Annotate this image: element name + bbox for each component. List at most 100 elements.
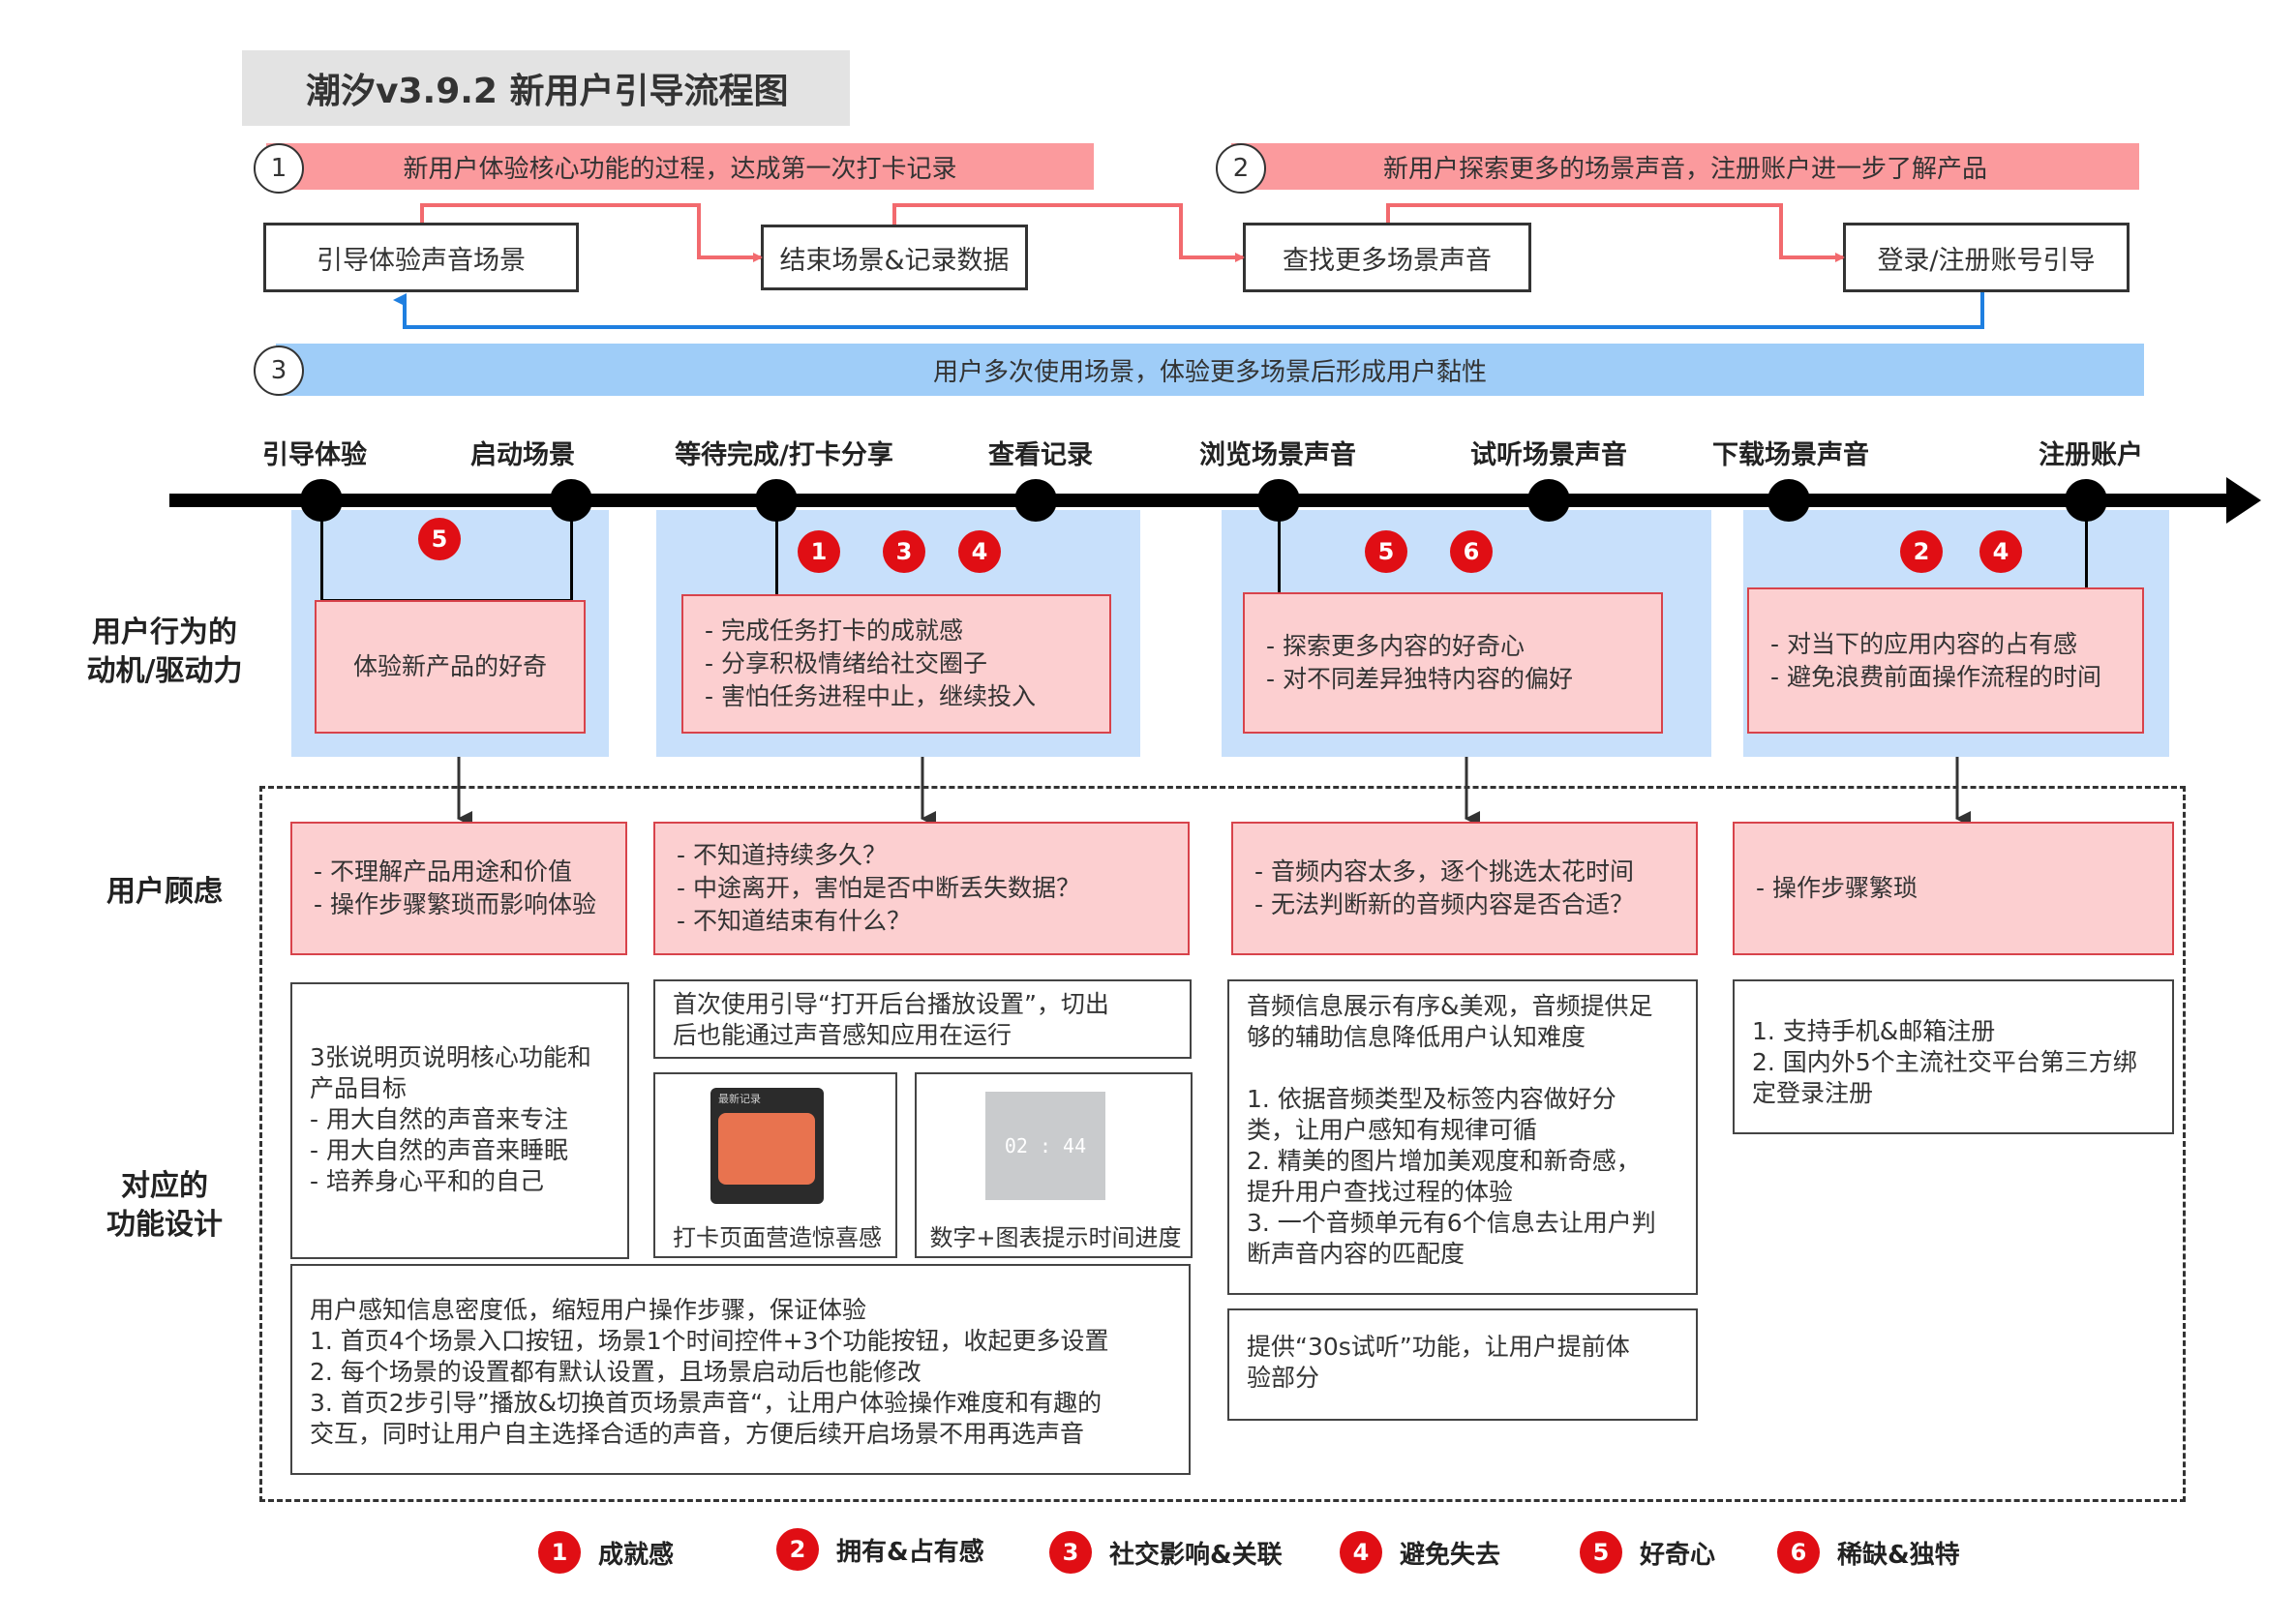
page-title-text: 潮汐v3.9.2 新用户引导流程图 (306, 72, 789, 111)
stage-label-browse-sounds: 浏览场景声音 (1199, 440, 1356, 470)
concern-box-1: - 不理解产品用途和价值 - 操作步骤繁琐而影响体验 (290, 822, 627, 955)
row-label-design: 对应的 功能设计 (106, 1169, 223, 1242)
step-login-register: 登录/注册账号引导 (1843, 223, 2130, 292)
legend-label: 拥有&占有感 (836, 1537, 984, 1567)
timeline-arrowhead (2226, 477, 2261, 524)
loop-arrow (393, 292, 1984, 329)
legend-badge: 2 (776, 1528, 819, 1571)
legend-label: 好奇心 (1640, 1540, 1716, 1570)
concern-text: - 不知道持续多久？ - 中途离开，害怕是否中断丢失数据？ - 不知道结束有什么… (677, 841, 1080, 935)
checkin-caption: 打卡页面营造惊喜感 (673, 1224, 882, 1251)
phone-header: 最新记录 (718, 1093, 761, 1105)
design-background-play: 首次使用引导“打开后台播放设置”，切出 后也能通过声音感知应用在运行 (653, 979, 1192, 1059)
phase-1-number: 1 (254, 143, 304, 194)
connector-line (775, 500, 778, 597)
timeline-node-view-record (1014, 479, 1057, 522)
concern-box-2: - 不知道持续多久？ - 中途离开，害怕是否中断丢失数据？ - 不知道结束有什么… (653, 822, 1190, 955)
motivation-text: - 对当下的应用内容的占有感 - 避免浪费前面操作流程的时间 (1770, 629, 2101, 691)
stage-label-view-record: 查看记录 (988, 440, 1093, 470)
legend-label: 稀缺&独特 (1837, 1540, 1960, 1570)
checkin-page-screenshot: 最新记录 打卡页面营造惊喜感 (653, 1072, 897, 1258)
concern-box-4: - 操作步骤繁琐 (1733, 822, 2174, 955)
motivation-box-2: - 完成任务打卡的成就感 - 分享积极情绪给社交圈子 - 害怕任务进程中止，继续… (681, 594, 1111, 734)
legend-item-social: 3 社交影响&关联 (1049, 1531, 1283, 1574)
stage-label-register: 注册账户 (2039, 440, 2143, 470)
badge-ownership: 2 (1900, 530, 1943, 573)
design-simplify-steps: 用户感知信息密度低，缩短用户操作步骤，保证体验 1. 首页4个场景入口按钮，场景… (290, 1264, 1191, 1475)
step-label: 引导体验声音场景 (317, 245, 526, 276)
phase-3-text: 用户多次使用场景，体验更多场景后形成用户黏性 (932, 357, 1487, 387)
legend-item-scarcity: 6 稀缺&独特 (1777, 1531, 1960, 1574)
motivation-box-3: - 探索更多内容的好奇心 - 对不同差异独特内容的偏好 (1243, 592, 1663, 734)
stage-label-preview-sounds: 试听场景声音 (1470, 440, 1627, 470)
badge-scarcity: 6 (1450, 530, 1493, 573)
concern-design-frame (259, 786, 2186, 1502)
design-register-options: 1. 支持手机&邮箱注册 2. 国内外5个主流社交平台第三方绑 定登录注册 (1733, 979, 2174, 1134)
flow-arrow-3 (1386, 203, 1845, 262)
phase-2-text: 新用户探索更多的场景声音，注册账户进一步了解产品 (1382, 154, 1987, 184)
connector-line (320, 500, 323, 601)
legend-label: 社交影响&关联 (1109, 1540, 1283, 1570)
stage-label-guide: 引导体验 (262, 440, 367, 470)
stage-label-wait-checkin: 等待完成/打卡分享 (675, 440, 893, 470)
timer-text: 02 : 44 (1004, 1134, 1087, 1157)
legend-badge: 1 (538, 1531, 581, 1574)
timeline-node-guide (300, 479, 343, 522)
checkin-card (718, 1113, 815, 1185)
legend-item-ownership: 2 拥有&占有感 (776, 1528, 984, 1571)
flow-arrow-2 (892, 203, 1245, 262)
connector-line (570, 500, 573, 601)
timeline-node-wait-checkin (755, 479, 798, 522)
motivation-text: 体验新产品的好奇 (352, 652, 547, 680)
timeline-node-preview-sounds (1527, 479, 1570, 522)
motivation-box-4: - 对当下的应用内容的占有感 - 避免浪费前面操作流程的时间 (1747, 587, 2144, 734)
legend-item-achievement: 1 成就感 (538, 1531, 674, 1574)
step-guide-sound-scene: 引导体验声音场景 (263, 223, 579, 292)
step-find-more-sounds: 查找更多场景声音 (1243, 223, 1531, 292)
phase-3-banner: 用户多次使用场景，体验更多场景后形成用户黏性 (276, 344, 2144, 396)
motivation-box-1: 体验新产品的好奇 (315, 600, 586, 734)
phase-2-number: 2 (1216, 143, 1266, 194)
timeline-node-download-sounds (1767, 479, 1810, 522)
badge-social: 3 (883, 530, 925, 573)
step-label: 登录/注册账号引导 (1877, 245, 2096, 276)
phone-mockup: 最新记录 (710, 1088, 824, 1204)
stage-label-download-sounds: 下载场景声音 (1712, 440, 1869, 470)
flow-arrow-1 (420, 203, 763, 262)
phase-1-banner: 新用户体验核心功能的过程，达成第一次打卡记录 (266, 143, 1094, 190)
badge-avoid-loss: 4 (1979, 530, 2022, 573)
timer-screenshot: 02 : 44 数字+图表提示时间进度 (915, 1072, 1193, 1258)
legend-item-curiosity: 5 好奇心 (1580, 1531, 1715, 1574)
timer-display: 02 : 44 (985, 1092, 1105, 1200)
timeline-node-start-scene (550, 479, 592, 522)
legend-badge: 4 (1340, 1531, 1382, 1574)
badge-curiosity: 5 (418, 518, 461, 560)
phase-1-text: 新用户体验核心功能的过程，达成第一次打卡记录 (403, 154, 957, 184)
legend-badge: 5 (1580, 1531, 1622, 1574)
connector-line (1278, 500, 1281, 597)
legend-badge: 3 (1049, 1531, 1092, 1574)
step-label: 结束场景&记录数据 (779, 245, 1010, 276)
row-label-concern: 用户顾虑 (106, 875, 223, 909)
concern-text: - 音频内容太多，逐个挑选太花时间 - 无法判断新的音频内容是否合适？ (1254, 857, 1634, 918)
concern-text: - 不理解产品用途和价值 - 操作步骤繁琐而影响体验 (314, 857, 596, 918)
step-label: 查找更多场景声音 (1283, 245, 1492, 276)
motivation-text: - 探索更多内容的好奇心 - 对不同差异独特内容的偏好 (1266, 632, 1573, 693)
connector-line (2085, 500, 2088, 589)
concern-box-3: - 音频内容太多，逐个挑选太花时间 - 无法判断新的音频内容是否合适？ (1231, 822, 1698, 955)
badge-achievement: 1 (798, 530, 840, 573)
timeline-node-browse-sounds (1257, 479, 1300, 522)
design-audio-info: 音频信息展示有序&美观，音频提供足 够的辅助信息降低用户认知难度 1. 依据音频… (1227, 979, 1698, 1295)
phase-3-number: 3 (254, 346, 304, 396)
page-title: 潮汐v3.9.2 新用户引导流程图 (242, 50, 850, 126)
timer-caption: 数字+图表提示时间进度 (929, 1224, 1182, 1251)
badge-avoid-loss: 4 (958, 530, 1001, 573)
stage-label-start-scene: 启动场景 (470, 440, 575, 470)
legend-badge: 6 (1777, 1531, 1820, 1574)
timeline-node-register (2065, 479, 2107, 522)
row-label-motivation: 用户行为的 动机/驱动力 (86, 616, 243, 688)
design-preview-30s: 提供“30s试听”功能，让用户提前体 验部分 (1227, 1308, 1698, 1421)
design-onboarding-pages: 3张说明页说明核心功能和 产品目标 - 用大自然的声音来专注 - 用大自然的声音… (290, 982, 629, 1259)
legend-label: 成就感 (598, 1540, 675, 1570)
